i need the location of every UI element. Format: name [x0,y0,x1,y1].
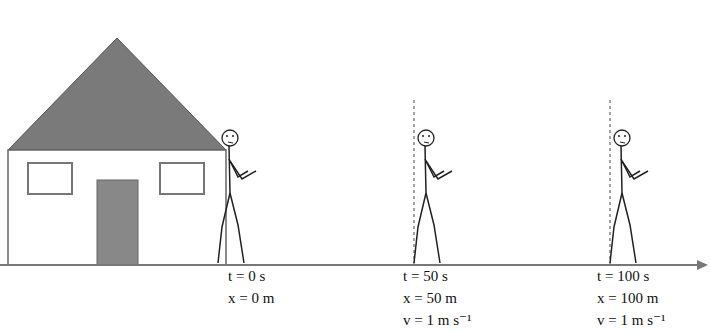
stick-figure [414,130,452,263]
position-marker [414,100,415,264]
house-wall [8,150,226,265]
kinematics-label: x = 50 m [403,290,457,307]
axis-arrowhead [697,260,708,270]
kinematics-label: v = 1 m s⁻¹ [403,312,471,329]
window [28,163,72,194]
window [160,163,204,194]
door [97,180,138,265]
kinematics-label: t = 100 s [597,268,649,285]
kinematics-label: t = 0 s [228,268,265,285]
stick-figure [610,130,648,263]
x-axis [0,264,702,266]
kinematics-label: t = 50 s [403,268,448,285]
roof [8,38,226,150]
position-marker [610,100,611,264]
kinematics-label: v = 1 m s⁻¹ [597,312,665,329]
stick-figure [218,130,256,263]
kinematics-label: x = 100 m [597,290,658,307]
kinematics-label: x = 0 m [228,290,274,307]
